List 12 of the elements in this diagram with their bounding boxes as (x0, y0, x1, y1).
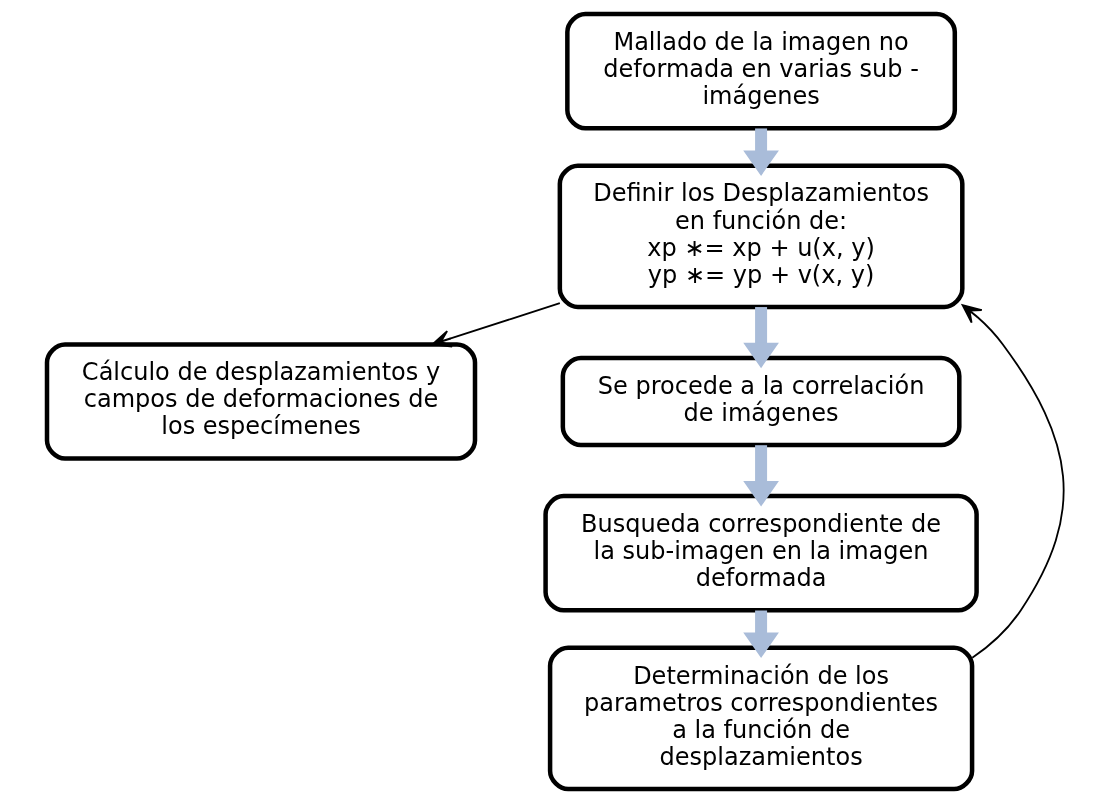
arrow (742, 307, 779, 369)
node-box: Se procede a la correlación de imágenes (560, 355, 962, 448)
node-box: Definir los Desplazamientos en función de: xp ∗= xp + u(x, y) yp ∗= yp + v(x, y) (557, 163, 965, 310)
arrow (742, 445, 779, 507)
arrow (742, 128, 779, 176)
arrow (742, 610, 779, 658)
arrow (961, 304, 1064, 659)
arrow (431, 302, 561, 348)
node-box: Mallado de la imagen no deformada en varias sub - imágenes (564, 11, 957, 131)
node-box: Cálculo de desplazamientos y campos de deformaciones de los especímenes (44, 342, 477, 461)
node-box: Determinación de los parametros correspondientes a la función de desplazamientos (547, 645, 974, 792)
node-box: Busqueda correspondiente de la sub-imagen en la imagen deformada (542, 493, 979, 613)
